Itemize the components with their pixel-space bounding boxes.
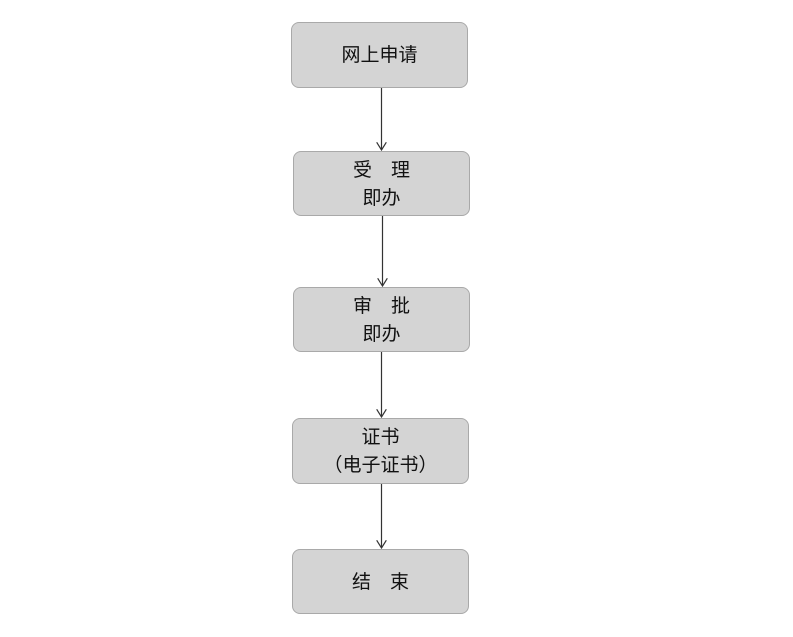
node-accept: 受 理 即办 — [293, 151, 470, 216]
node-certificate-line-2: （电子证书） — [323, 454, 438, 476]
node-end: 结 束 — [292, 549, 469, 614]
node-certificate-line-1: 证书 — [361, 426, 400, 448]
node-accept-line-2: 即办 — [362, 186, 401, 209]
node-end-line-1: 结 束 — [351, 570, 409, 593]
node-apply-online-text: 网上申请 — [341, 41, 417, 69]
node-approve-line-1: 审 批 — [352, 294, 410, 317]
node-end-text: 结 束 — [352, 568, 409, 596]
node-apply-online: 网上申请 — [291, 22, 468, 88]
node-accept-text: 受 理 即办 — [353, 156, 410, 212]
node-approve-line-2: 即办 — [362, 322, 401, 345]
node-certificate: 证书 （电子证书） — [292, 418, 469, 484]
node-apply-online-line-1: 网上申请 — [341, 44, 418, 66]
node-approve: 审 批 即办 — [293, 287, 470, 352]
node-certificate-text: 证书 （电子证书） — [323, 423, 437, 479]
node-accept-line-1: 受 理 — [352, 158, 410, 181]
node-approve-text: 审 批 即办 — [353, 292, 410, 348]
